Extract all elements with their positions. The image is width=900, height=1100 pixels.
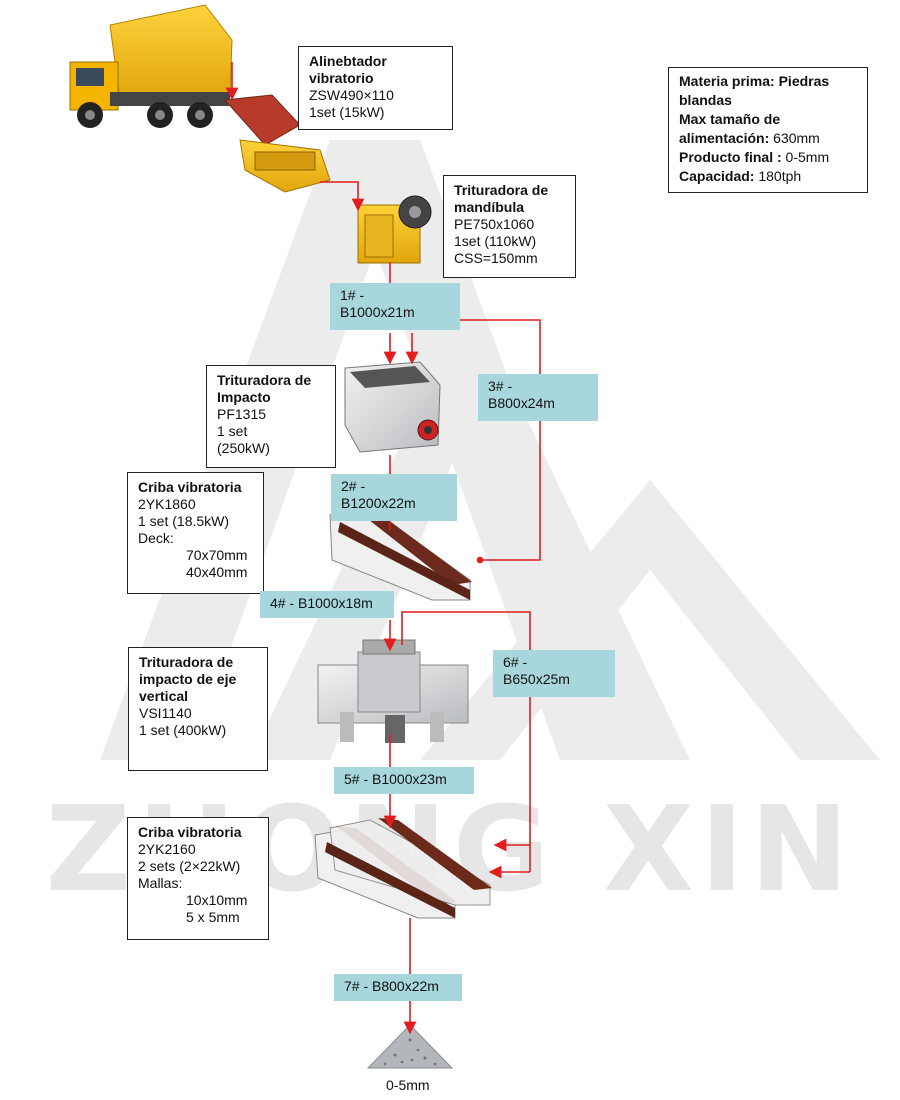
- screen2-mesh-size-1: 10x10mm: [186, 892, 248, 908]
- impact-crusher-icon: [344, 361, 441, 453]
- screen2-model: 2YK2160: [138, 841, 196, 857]
- impact-crusher-label-box: Trituradora de Impacto PF1315 1 set (250…: [206, 365, 336, 468]
- belt-1-number: 1# -: [340, 287, 365, 303]
- jaw-crusher-qty: 1set (110kW): [454, 233, 537, 249]
- screen2-label-box: Criba vibratoria 2YK2160 2 sets (2×22kW)…: [127, 817, 269, 940]
- vsi-crusher-icon: [317, 639, 469, 743]
- screen2-title: Criba vibratoria: [138, 824, 242, 840]
- specs-info-box: Materia prima: Piedras blandas Max tamañ…: [668, 67, 868, 193]
- feeder-label-box: Alinebtador vibratorio ZSW490×110 1set (…: [298, 46, 453, 130]
- screen1-label-box: Criba vibratoria 2YK1860 1 set (18.5kW) …: [127, 472, 264, 594]
- vibrating-screen-icon-1: [329, 505, 472, 601]
- vsi-model: VSI1140: [139, 705, 192, 721]
- belt-6-label: 6# - B650x25m: [493, 650, 615, 697]
- vsi-qty: 1 set (400kW): [139, 722, 227, 738]
- screen2-qty: 2 sets (2×22kW): [138, 858, 241, 874]
- impact-crusher-power: (250kW): [217, 440, 270, 456]
- belt-2-number: 2# -: [341, 478, 366, 494]
- screen1-deck-size-2: 40x40mm: [186, 564, 248, 580]
- belt-7-text: 7# - B800x22m: [344, 978, 439, 994]
- info-line-final-product: Producto final : 0-5mm: [679, 149, 830, 165]
- belt-1-label: 1# - B1000x21m: [330, 283, 460, 330]
- feeder-model: ZSW490×110: [309, 87, 394, 103]
- vsi-title: Trituradora de impacto de eje vertical: [139, 654, 237, 704]
- belt-2-spec: B1200x22m: [341, 495, 416, 511]
- belt-4-text: 4# - B1000x18m: [270, 595, 373, 611]
- screen1-deck-size-1: 70x70mm: [186, 547, 248, 563]
- dump-truck-icon: [69, 4, 233, 128]
- jaw-crusher-model: PE750x1060: [454, 216, 535, 232]
- screen2-mesh-size-2: 5 x 5mm: [186, 909, 240, 925]
- feeder-title: Alinebtador vibratorio: [309, 53, 387, 86]
- vsi-label-box: Trituradora de impacto de eje vertical V…: [128, 647, 268, 771]
- final-product-label: 0-5mm: [386, 1077, 430, 1093]
- screen1-deck-label: Deck:: [138, 530, 174, 546]
- impact-crusher-title: Trituradora de Impacto: [217, 372, 312, 405]
- sand-pile-icon: [366, 1024, 454, 1069]
- info-line-max-feed: Max tamaño de alimentación: 630mm: [679, 111, 820, 146]
- belt-3-number: 3# -: [488, 378, 513, 394]
- jaw-crusher-label-box: Trituradora de mandíbula PE750x1060 1set…: [443, 175, 576, 278]
- feeder-qty: 1set (15kW): [309, 104, 385, 120]
- belt-5-text: 5# - B1000x23m: [344, 771, 447, 787]
- info-line-raw-material: Materia prima: Piedras blandas: [679, 73, 830, 108]
- flow-lines: [225, 62, 541, 1035]
- belt-4-label: 4# - B1000x18m: [260, 591, 394, 618]
- screen1-model: 2YK1860: [138, 496, 196, 512]
- jaw-crusher-icon: [357, 195, 432, 264]
- vibrating-feeder-icon: [223, 94, 331, 193]
- belt-5-label: 5# - B1000x23m: [334, 767, 474, 794]
- belt-2-label: 2# - B1200x22m: [331, 474, 457, 521]
- screen1-qty: 1 set (18.5kW): [138, 513, 230, 529]
- belt-3-spec: B800x24m: [488, 395, 555, 411]
- belt-6-spec: B650x25m: [503, 671, 570, 687]
- screen1-title: Criba vibratoria: [138, 479, 242, 495]
- belt-1-spec: B1000x21m: [340, 304, 415, 320]
- vibrating-screen-icon-2: [314, 818, 492, 919]
- impact-crusher-model: PF1315: [217, 406, 267, 422]
- belt-7-label: 7# - B800x22m: [334, 974, 462, 1001]
- impact-crusher-qty: 1 set: [217, 423, 248, 439]
- screen2-mesh-label: Mallas:: [138, 875, 183, 891]
- info-line-capacity: Capacidad: 180tph: [679, 168, 802, 184]
- jaw-crusher-css: CSS=150mm: [454, 250, 538, 266]
- belt-3-label: 3# - B800x24m: [478, 374, 598, 421]
- jaw-crusher-title: Trituradora de mandíbula: [454, 182, 549, 215]
- belt-6-number: 6# -: [503, 654, 528, 670]
